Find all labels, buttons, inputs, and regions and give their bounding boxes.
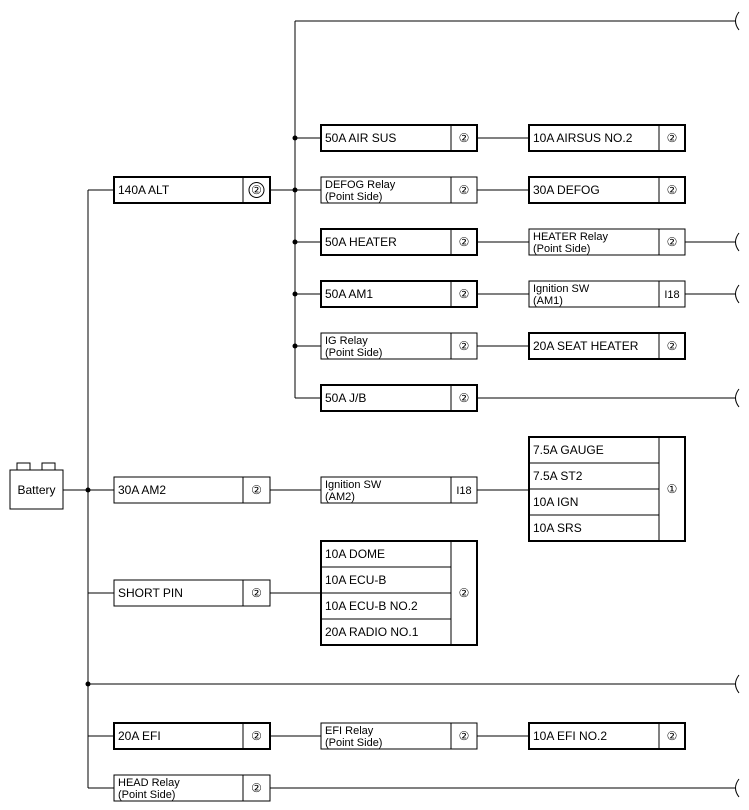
connector-id: I18: [456, 485, 471, 497]
battery-label: Battery: [17, 483, 55, 497]
switch-label-line1: Ignition SW: [325, 479, 382, 491]
fuse-label: 20A SEAT HEATER: [533, 339, 639, 353]
fuse-50a-jb: 50A J/B ②: [320, 384, 478, 412]
fuse-label: 10A SRS: [533, 521, 582, 535]
ignition-sw-am1: Ignition SW (AM1) I18: [528, 280, 686, 308]
switch-label-line2: (AM1): [533, 295, 563, 307]
fuse-label: 7.5A GAUGE: [533, 443, 604, 457]
fuse-50a-air-sus: 50A AIR SUS ②: [320, 124, 478, 152]
fuse-50a-am1: 50A AM1 ②: [320, 280, 478, 308]
relay-label-line2: (Point Side): [118, 789, 175, 801]
continuation-marks: [735, 11, 740, 798]
connector-id: ②: [667, 339, 678, 353]
switch-label-line2: (AM2): [325, 491, 355, 503]
short-pin: SHORT PIN ②: [113, 579, 271, 607]
relay-label-line2: (Point Side): [325, 737, 382, 749]
connector-id: ②: [459, 729, 470, 743]
connector-id: ②: [459, 183, 470, 197]
fuse-label: 10A AIRSUS NO.2: [533, 131, 633, 145]
fuse-group-gauge-st2-ign-srs: 7.5A GAUGE 7.5A ST2 10A IGN 10A SRS ①: [528, 436, 686, 542]
fuse-label: 20A RADIO NO.1: [325, 625, 419, 639]
fuse-10a-airsus-no2: 10A AIRSUS NO.2 ②: [528, 124, 686, 152]
fuse-label: 10A ECU-B NO.2: [325, 599, 418, 613]
wiring: [63, 20, 735, 789]
fuse-label: 10A DOME: [325, 547, 385, 561]
fuse-50a-heater: 50A HEATER ②: [320, 228, 478, 256]
fuse-30a-defog: 30A DEFOG ②: [528, 176, 686, 204]
connector-id: ②: [667, 729, 678, 743]
relay-label-line1: IG Relay: [325, 335, 368, 347]
head-relay: HEAD Relay (Point Side) ②: [113, 774, 271, 802]
connector-id: I18: [664, 289, 679, 301]
connector-id: ②: [251, 729, 262, 743]
connector-id: ②: [251, 781, 262, 795]
fuse-20a-efi: 20A EFI ②: [113, 722, 271, 750]
connector-id: ②: [459, 287, 470, 301]
relay-label-line1: HEAD Relay: [118, 777, 180, 789]
ignition-sw-am2: Ignition SW (AM2) I18: [320, 476, 478, 504]
connector-id: ②: [251, 483, 262, 497]
relay-label-line2: (Point Side): [325, 347, 382, 359]
ig-relay: IG Relay (Point Side) ②: [320, 332, 478, 360]
fuse-140a-alt: 140A ALT ②: [113, 176, 271, 204]
junction-dots: [85, 135, 298, 687]
fuse-label: 20A EFI: [118, 729, 161, 743]
relay-label-line1: DEFOG Relay: [325, 179, 396, 191]
connector-id: ②: [459, 339, 470, 353]
fuse-label: 10A ECU-B: [325, 573, 386, 587]
fuse-label: 10A IGN: [533, 495, 578, 509]
battery: Battery: [9, 462, 64, 510]
fuse-label: 50A J/B: [325, 391, 366, 405]
fuse-label: 50A HEATER: [325, 235, 397, 249]
fuse-label: 50A AM1: [325, 287, 373, 301]
relay-label-line2: (Point Side): [533, 243, 590, 255]
fuse-20a-seat-heater: 20A SEAT HEATER ②: [528, 332, 686, 360]
connector-circle-icon: [248, 182, 265, 198]
switch-label-line1: Ignition SW: [533, 283, 590, 295]
fuse-label: 30A AM2: [118, 483, 166, 497]
connector-id: ②: [251, 586, 262, 600]
fuse-10a-efi-no2: 10A EFI NO.2 ②: [528, 722, 686, 750]
connector-id: ②: [667, 235, 678, 249]
connector-id: ②: [667, 183, 678, 197]
heater-relay: HEATER Relay (Point Side) ②: [528, 228, 686, 256]
fuse-label: 10A EFI NO.2: [533, 729, 607, 743]
connector-id: ②: [667, 131, 678, 145]
fuse-30a-am2: 30A AM2 ②: [113, 476, 271, 504]
fuse-label: SHORT PIN: [118, 586, 183, 600]
fuse-label: 50A AIR SUS: [325, 131, 396, 145]
relay-label-line1: HEATER Relay: [533, 231, 608, 243]
defog-relay: DEFOG Relay (Point Side) ②: [320, 176, 478, 204]
efi-relay: EFI Relay (Point Side) ②: [320, 722, 478, 750]
connector-id: ②: [459, 391, 470, 405]
connector-id: ①: [667, 482, 678, 496]
connector-id: ②: [459, 131, 470, 145]
connector-id: ②: [459, 235, 470, 249]
fuse-label: 30A DEFOG: [533, 183, 600, 197]
relay-label-line2: (Point Side): [325, 191, 382, 203]
relay-label-line1: EFI Relay: [325, 725, 374, 737]
fuse-label: 7.5A ST2: [533, 469, 583, 483]
fuse-label: 140A ALT: [118, 183, 170, 197]
fuse-group-dome-ecub-radio: 10A DOME 10A ECU-B 10A ECU-B NO.2 20A RA…: [320, 540, 478, 646]
connector-id: ②: [459, 586, 470, 600]
connector-id: ②: [251, 183, 262, 197]
